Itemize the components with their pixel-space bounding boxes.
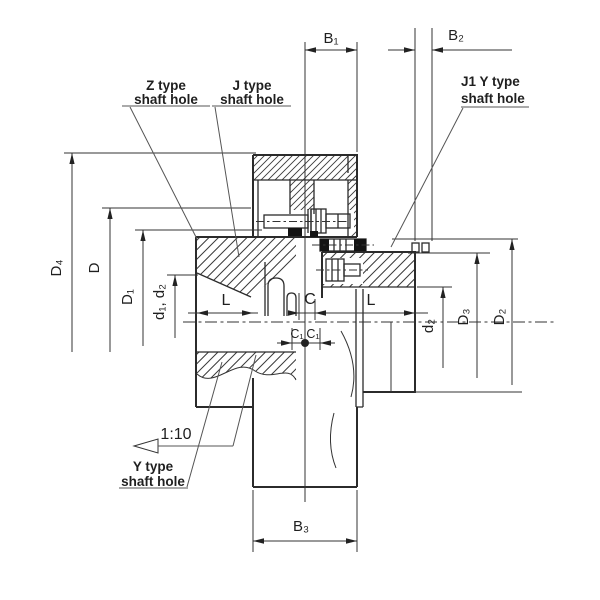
y-type-leader: [119, 361, 223, 489]
z-type-line2: shaft hole: [134, 92, 198, 107]
dimension-d4: D₄: [48, 152, 256, 352]
dimension-d2-big: D₂: [392, 238, 522, 393]
break-line-left: [196, 366, 297, 381]
callout-j1-y-type: J1 Y type shaft hole: [390, 74, 529, 248]
dim-label-d2-big: D₂: [491, 308, 508, 325]
dim-label-l-left: L: [222, 292, 231, 309]
dimension-c1-c1: C₁ C₁: [277, 327, 335, 350]
dimension-d: D: [86, 207, 251, 352]
taper-callout: 1:10: [132, 354, 257, 454]
dimension-d3: D₃: [408, 252, 490, 378]
taper-arrow-icon: [132, 438, 159, 454]
right-bolt-cutout: [323, 258, 363, 284]
dim-label-d3: D₃: [455, 309, 472, 326]
z-type-line1: Z type: [146, 78, 186, 93]
taper-ratio-label: 1:10: [160, 426, 191, 443]
y-type-line1: Y type: [133, 459, 174, 474]
dim-label-c1-right: C₁: [306, 327, 319, 341]
z-type-leader: [122, 105, 210, 240]
bolt-seal-right: [310, 231, 318, 237]
dimension-b1: B₁: [305, 30, 358, 152]
callout-z-type: Z type shaft hole: [122, 78, 210, 240]
j-type-leader: [212, 105, 291, 258]
flange-right-hatch: [348, 173, 357, 237]
dim-label-b2: B₂: [448, 27, 464, 44]
dim-label-d4: D₄: [48, 260, 65, 277]
dim-label-c1-left: C₁: [290, 327, 303, 341]
j1-y-type-line1: J1 Y type: [461, 74, 520, 89]
taper-leader: [158, 354, 257, 447]
j-type-line2: shaft hole: [220, 92, 284, 107]
dim-label-l-right: L: [367, 292, 376, 309]
dim-label-d1-d2: d₁, d₂: [151, 284, 168, 320]
callout-j-type: J type shaft hole: [212, 78, 291, 258]
center-plane-dot: [301, 339, 309, 347]
break-line-shaft-1: [340, 330, 355, 398]
dimension-l-c-row: L C L: [188, 291, 428, 320]
left-hub-lower-hatch: [197, 352, 296, 380]
dimension-d2-small: d₂: [417, 286, 452, 368]
sleeve-end-lines: [355, 289, 364, 408]
brake-tab-1: [411, 242, 420, 253]
dim-label-b1: B₁: [323, 30, 338, 47]
dim-label-d2-small: d₂: [420, 319, 437, 333]
j-type-line1: J type: [232, 78, 272, 93]
dim-label-d1: D₁: [119, 289, 136, 305]
flange-web-hatch: [290, 180, 314, 214]
callout-y-type: Y type shaft hole: [119, 361, 223, 489]
seal-pin-row: [312, 238, 374, 252]
dim-label-b3: B₃: [293, 518, 309, 535]
taper-bore-line: [196, 272, 252, 298]
shaft-end-profile: [267, 277, 285, 316]
keyway-profile: [286, 292, 297, 316]
dimension-d1: D₁: [119, 229, 262, 346]
dim-label-d: D: [86, 262, 103, 273]
left-hub-upper-hatch: [197, 238, 296, 297]
y-type-line2: shaft hole: [121, 474, 185, 489]
pin-seal-right: [354, 239, 366, 251]
bolt-seal-left: [288, 228, 302, 236]
j1-y-type-line2: shaft hole: [461, 91, 525, 106]
break-line-shaft-2: [330, 412, 337, 469]
brake-tab-2: [421, 242, 430, 253]
left-hub-section: [195, 236, 357, 408]
dimension-b3: B₃: [252, 490, 358, 552]
center-bolt: [256, 208, 351, 237]
dimension-b2: B₂: [388, 27, 512, 241]
j1-y-type-leader: [390, 106, 529, 248]
right-hub-bolt: [316, 258, 368, 282]
dim-label-c: C: [304, 291, 316, 308]
dimension-d1-d2: d₁, d₂: [151, 274, 198, 338]
